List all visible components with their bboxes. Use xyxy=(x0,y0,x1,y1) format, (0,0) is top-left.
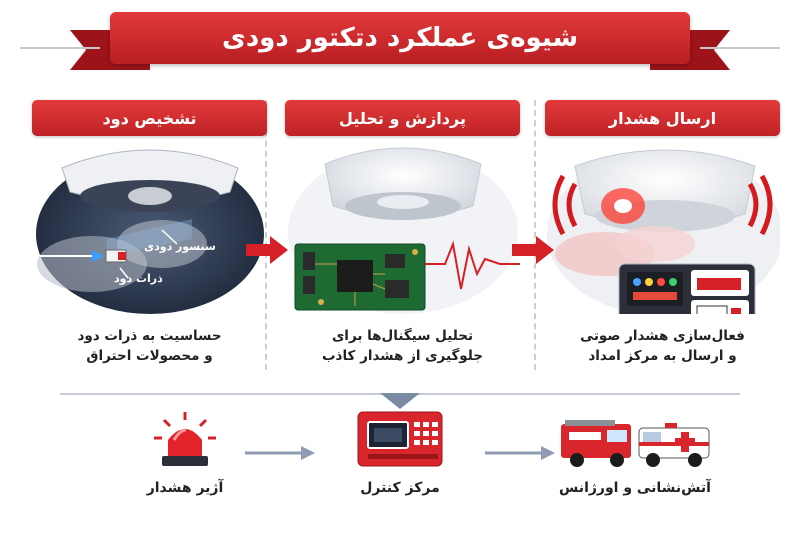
step-detection: تشخیص دود سنسور دودی ذرات دود حساسی xyxy=(32,100,267,366)
step-send-alarm: ارسال هشدار xyxy=(545,100,783,366)
control-panel-icon xyxy=(357,411,443,467)
arrow-right-icon xyxy=(512,236,554,264)
sensor-label: سنسور دودی xyxy=(144,240,216,253)
step-header: ارسال هشدار xyxy=(545,100,780,136)
arrow-right-icon xyxy=(245,446,315,460)
desc-line-1: حساسیت به ذرات دود xyxy=(77,328,222,344)
step-description: حساسیت به ذرات دود و محصولات احتراق xyxy=(32,326,267,366)
column-separator xyxy=(534,100,536,370)
desc-line-2: جلوگیری از هشدار کاذب xyxy=(321,348,484,364)
bottom-label: مرکز کنترل xyxy=(360,480,440,496)
emergency-vehicles-icon xyxy=(561,420,710,467)
desc-line-2: و ارسال به مرکز امداد xyxy=(588,348,737,364)
page-title: شیوه‌ی عملکرد دتکتور دودی xyxy=(110,12,690,64)
desc-line-1: فعال‌سازی هشدار صوتی xyxy=(580,328,745,344)
siren-icon xyxy=(154,412,216,466)
down-triangle-icon xyxy=(380,393,420,409)
desc-line-2: و محصولات احتراق xyxy=(86,348,213,364)
arrow-right-icon xyxy=(246,236,288,264)
smoke-sensor-icon xyxy=(36,149,264,314)
step-description: فعال‌سازی هشدار صوتی و ارسال به مرکز امد… xyxy=(545,326,780,366)
detection-illustration: سنسور دودی ذرات دود xyxy=(32,144,267,314)
arrow-right-icon xyxy=(485,446,555,460)
bottom-control-center: مرکز کنترل xyxy=(325,410,475,496)
processing-illustration xyxy=(285,144,520,314)
step-description: تحلیل سیگنال‌ها برای جلوگیری از هشدار کا… xyxy=(285,326,520,366)
title-deco-left xyxy=(20,47,100,49)
bottom-emergency: آتش‌نشانی و اورژانس xyxy=(545,410,725,496)
title-deco-right xyxy=(700,47,780,49)
bottom-label: آژیر هشدار xyxy=(146,480,224,496)
particles-label: ذرات دود xyxy=(114,272,163,285)
circuit-board-icon xyxy=(288,147,520,314)
step-header: تشخیص دود xyxy=(32,100,267,136)
step-processing: پردازش و تحلیل تحلیل سیگنال‌ها برای xyxy=(285,100,520,366)
bottom-siren: آژیر هشدار xyxy=(120,410,250,496)
step-header: پردازش و تحلیل xyxy=(285,100,520,136)
desc-line-1: تحلیل سیگنال‌ها برای xyxy=(331,328,474,344)
alarm-detector-icon xyxy=(547,149,783,333)
column-separator xyxy=(265,100,267,370)
alarm-illustration xyxy=(545,144,783,333)
bottom-label: آتش‌نشانی و اورژانس xyxy=(559,480,711,496)
